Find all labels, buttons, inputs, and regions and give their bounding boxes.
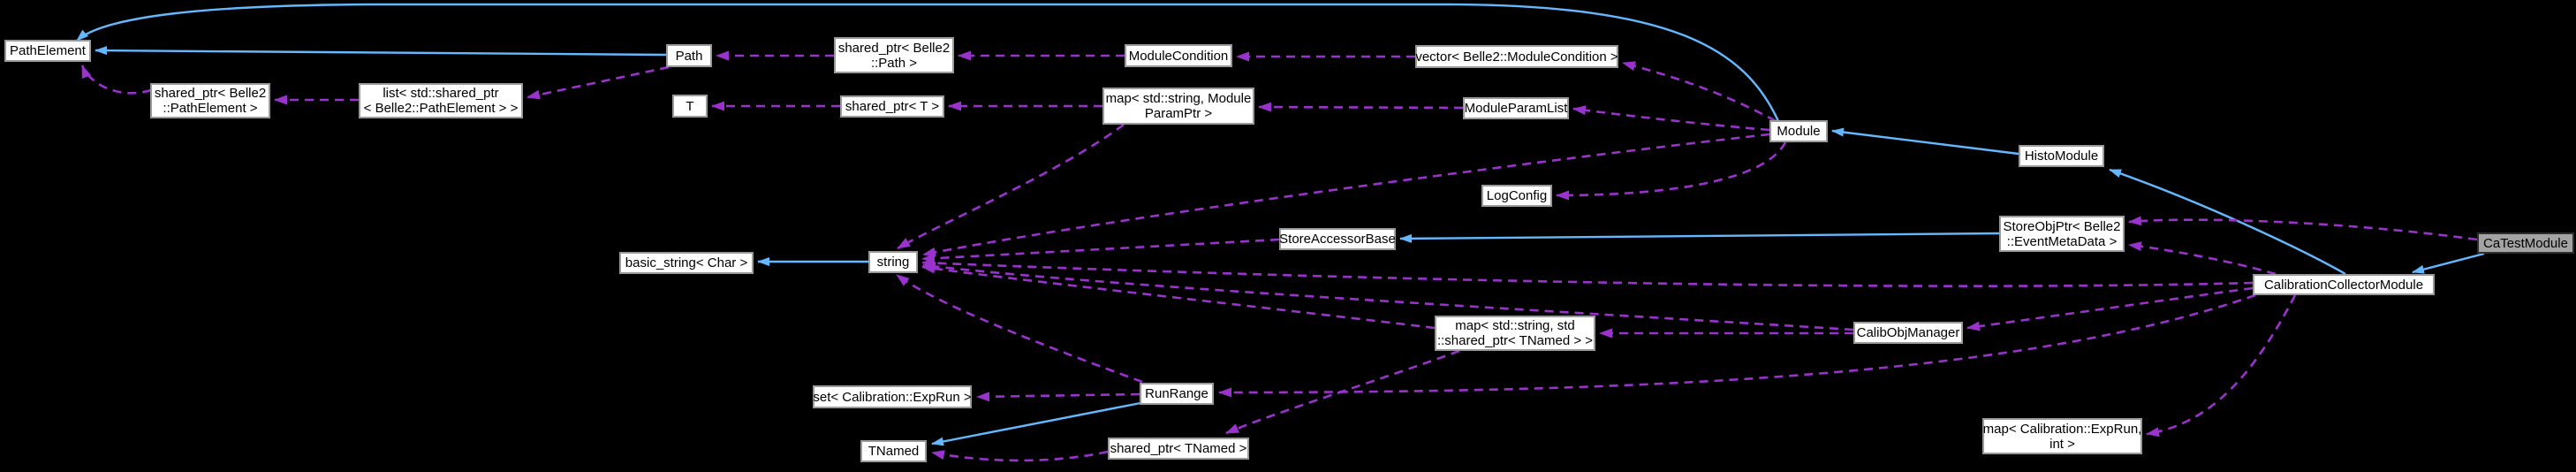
node-label: < Belle2::PathElement > > — [363, 101, 519, 116]
node-label: LogConfig — [1486, 188, 1548, 203]
node-label: map< std::string, std — [1455, 318, 1575, 333]
edge-sp-tnamed-to-tnamed — [931, 450, 1109, 462]
node-label: shared_ptr< TNamed > — [1110, 441, 1247, 456]
edge-catestmodule-to-calibrationcollectormodule — [2412, 252, 2485, 274]
edge-calibrationcollectormodule-to-map-exprun-int — [2146, 294, 2297, 438]
node-storeobjptr-eventmetadata[interactable]: StoreObjPtr< Belle2::EventMetaData > — [1999, 216, 2125, 252]
edge-calibrationcollectormodule-to-runrange — [1218, 293, 2256, 398]
node-label: ModuleParamList — [1464, 101, 1568, 116]
node-label: ::PathElement > — [163, 101, 258, 116]
edge-path-to-list-pathelement — [527, 65, 670, 100]
node-list-pathelement[interactable]: list< std::shared_ptr< Belle2::PathEleme… — [359, 83, 523, 118]
node-catestmodule[interactable]: CaTestModule — [2477, 232, 2574, 254]
node-label: int > — [2049, 436, 2075, 452]
node-path[interactable]: Path — [666, 44, 712, 67]
edge-calibobjmanager-to-string — [922, 262, 1854, 331]
node-vector-modulecondition[interactable]: vector< Belle2::ModuleCondition > — [1415, 45, 1618, 68]
edge-module-to-pathelement — [76, 3, 1780, 122]
node-sp-path[interactable]: shared_ptr< Belle2::Path > — [834, 37, 954, 73]
node-runrange[interactable]: RunRange — [1140, 383, 1214, 405]
node-label: ModuleCondition — [1128, 48, 1229, 64]
node-label: set< Calibration::ExpRun > — [813, 389, 972, 405]
edge-map-string-sp-tnamed-to-string — [921, 263, 1436, 330]
node-label: shared_ptr< Belle2 — [837, 40, 951, 56]
node-label: ::EventMetaData > — [2006, 233, 2118, 249]
edge-calibrationcollectormodule-to-string — [921, 258, 2254, 287]
node-modulecondition[interactable]: ModuleCondition — [1125, 44, 1232, 67]
node-label: ::Path > — [870, 55, 918, 71]
node-label: shared_ptr< T > — [845, 99, 940, 114]
edge-calibrationcollectormodule-to-histomodule — [2109, 168, 2346, 276]
edge-histomodule-to-module — [1831, 127, 2019, 156]
node-label: T — [686, 98, 694, 114]
node-label: Path — [675, 48, 703, 64]
node-label: TNamed — [868, 444, 920, 459]
node-sp-t[interactable]: shared_ptr< T > — [840, 95, 944, 118]
node-label: ::shared_ptr< TNamed > > — [1436, 333, 1594, 348]
node-label: ParamPtr > — [1144, 106, 1213, 121]
node-t[interactable]: T — [672, 95, 708, 118]
node-sp-tnamed[interactable]: shared_ptr< TNamed > — [1108, 438, 1249, 460]
node-label: CalibObjManager — [1856, 325, 1960, 340]
edge-sp-pathelement-to-pathelement — [80, 65, 152, 95]
node-histomodule[interactable]: HistoModule — [2019, 145, 2104, 167]
node-label: RunRange — [1145, 386, 1208, 401]
edge-module-to-logconfig — [1556, 141, 1787, 201]
node-storeaccessorbase[interactable]: StoreAccessorBase — [1279, 228, 1396, 250]
node-label: HistoModule — [2024, 148, 2099, 164]
node-label: CaTestModule — [2483, 235, 2568, 251]
node-label: list< std::shared_ptr — [383, 86, 499, 101]
node-basic-string-char[interactable]: basic_string< Char > — [619, 252, 754, 274]
edge-storeobjptr-eventmetadata-to-storeaccessorbase — [1399, 232, 2000, 243]
node-pathelement[interactable]: PathElement — [4, 40, 91, 62]
node-map-exprun-int[interactable]: map< Calibration::ExpRun,int > — [1982, 418, 2142, 454]
node-label: shared_ptr< Belle2 — [154, 86, 267, 101]
node-calibobjmanager[interactable]: CalibObjManager — [1853, 322, 1963, 344]
node-set-calibration-exprun[interactable]: set< Calibration::ExpRun > — [813, 385, 972, 408]
node-label: CalibrationCollectorModule — [2263, 277, 2424, 293]
node-label: map< Calibration::ExpRun, — [1982, 421, 2142, 437]
node-module[interactable]: Module — [1769, 120, 1828, 142]
edge-storeaccessorbase-to-string — [921, 238, 1280, 263]
node-string[interactable]: string — [868, 251, 918, 273]
node-tnamed[interactable]: TNamed — [860, 440, 927, 462]
edge-calibrationcollectormodule-to-calibobjmanager — [1966, 286, 2254, 331]
node-label: StoreAccessorBase — [1279, 232, 1396, 247]
node-label: string — [876, 255, 910, 270]
node-label: basic_string< Char > — [625, 255, 748, 270]
node-sp-pathelement[interactable]: shared_ptr< Belle2::PathElement > — [150, 83, 270, 118]
node-calibrationcollectormodule[interactable]: CalibrationCollectorModule — [2253, 274, 2435, 295]
node-map-string-sp-tnamed[interactable]: map< std::string, std::shared_ptr< TName… — [1435, 316, 1595, 351]
edge-map-string-sp-tnamed-to-sp-tnamed — [1225, 349, 1460, 435]
node-label: StoreObjPtr< Belle2 — [2003, 218, 2121, 234]
node-logconfig[interactable]: LogConfig — [1481, 185, 1552, 207]
edge-module-to-vector-modulecondition — [1622, 61, 1777, 123]
edge-runrange-to-string — [896, 273, 1143, 384]
node-label: PathElement — [10, 43, 86, 58]
edge-module-to-string — [922, 133, 1770, 257]
edge-moduleparamlist-to-map-moduleparamptr — [1258, 102, 1464, 112]
node-label: map< std::string, Module — [1105, 91, 1252, 106]
edge-path-to-pathelement — [95, 46, 667, 57]
node-label: vector< Belle2::ModuleCondition > — [1415, 49, 1618, 65]
edge-map-moduleparamptr-to-string — [897, 123, 1125, 250]
node-moduleparamlist[interactable]: ModuleParamList — [1463, 97, 1569, 119]
edge-runrange-to-set-calibration-exprun — [976, 392, 1140, 402]
node-label: Module — [1777, 124, 1821, 139]
edge-calibrationcollectormodule-to-storeobjptr-eventmetadata — [2128, 241, 2277, 276]
edge-catestmodule-to-storeobjptr-eventmetadata — [2128, 216, 2478, 241]
edge-runrange-to-tnamed — [931, 401, 1141, 446]
edge-module-to-moduleparamlist — [1572, 105, 1770, 132]
